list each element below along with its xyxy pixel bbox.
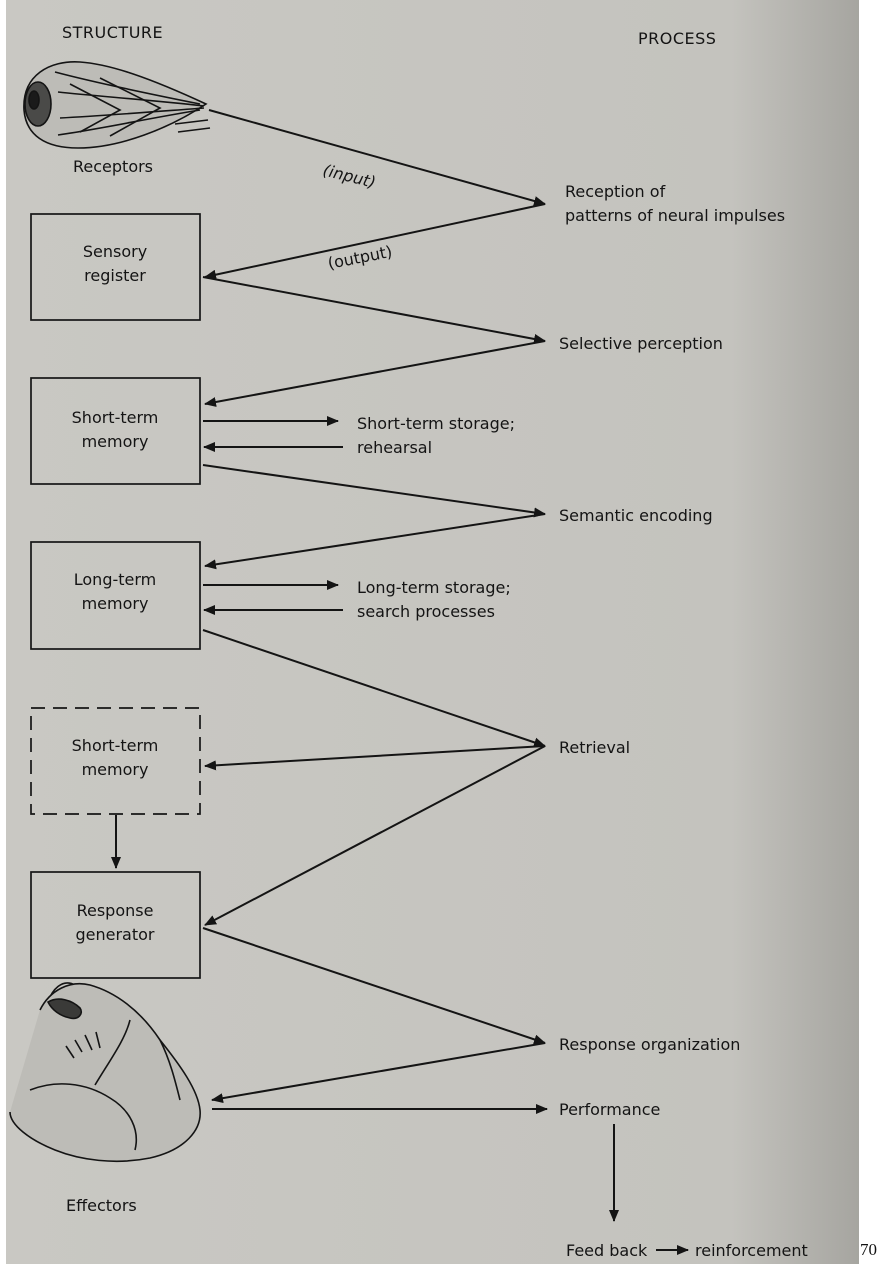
ltm-to-retrieval-line bbox=[202, 629, 546, 748]
page-number: 70 bbox=[860, 1240, 877, 1259]
sensory-register-label-2: register bbox=[84, 266, 146, 285]
output-arrow bbox=[204, 203, 546, 280]
encoding-to-ltm-arrow bbox=[204, 513, 546, 570]
short-term-memory-box: Short-term memory bbox=[30, 377, 201, 485]
organization-to-effectors-arrow bbox=[211, 1042, 546, 1104]
performance-label: Performance bbox=[559, 1100, 660, 1119]
short-term-memory-dashed-box: Short-term memory bbox=[30, 707, 201, 815]
response-generator-label-1: Response bbox=[77, 901, 154, 920]
input-line bbox=[208, 109, 546, 206]
response-organization-label: Response organization bbox=[559, 1035, 740, 1054]
feed-back-label: Feed back bbox=[566, 1241, 648, 1260]
long-term-storage-label-1: Long-term storage; bbox=[357, 578, 511, 597]
eye-icon bbox=[23, 61, 211, 149]
long-term-memory-box: Long-term memory bbox=[30, 541, 201, 650]
semantic-encoding-label: Semantic encoding bbox=[559, 506, 713, 525]
reception-label-1: Reception of bbox=[565, 182, 666, 201]
muscle-arm-icon bbox=[9, 982, 201, 1163]
short-term-memory-label-2: memory bbox=[82, 432, 149, 451]
long-term-memory-label-1: Long-term bbox=[74, 570, 157, 589]
short-term-memory-2-label-2: memory bbox=[82, 760, 149, 779]
process-header: PROCESS bbox=[638, 29, 716, 48]
short-term-storage-label-2: rehearsal bbox=[357, 438, 432, 457]
generator-to-organization-line bbox=[202, 927, 546, 1045]
reception-label-2: patterns of neural impulses bbox=[565, 206, 785, 225]
connectors bbox=[111, 109, 689, 1255]
response-generator-label-2: generator bbox=[75, 925, 154, 944]
effectors-label: Effectors bbox=[66, 1196, 137, 1215]
receptors-label: Receptors bbox=[73, 157, 153, 176]
retrieval-label: Retrieval bbox=[559, 738, 630, 757]
sensory-to-perception-line bbox=[202, 276, 546, 344]
short-term-memory-2-label-1: Short-term bbox=[72, 736, 159, 755]
short-term-storage-label-1: Short-term storage; bbox=[357, 414, 515, 433]
retrieval-to-stm-arrow bbox=[204, 745, 546, 771]
stm-to-encoding-line bbox=[202, 464, 546, 518]
long-term-memory-label-2: memory bbox=[82, 594, 149, 613]
sensory-register-label-1: Sensory bbox=[83, 242, 147, 261]
perception-to-stm-arrow bbox=[204, 340, 546, 407]
structure-header: STRUCTURE bbox=[62, 23, 163, 42]
reinforcement-label: reinforcement bbox=[695, 1241, 808, 1260]
long-term-storage-label-2: search processes bbox=[357, 602, 495, 621]
selective-perception-label: Selective perception bbox=[559, 334, 723, 353]
short-term-memory-label-1: Short-term bbox=[72, 408, 159, 427]
retrieval-to-generator-arrow bbox=[204, 745, 546, 926]
sensory-register-box: Sensory register bbox=[30, 213, 201, 321]
response-generator-box: Response generator bbox=[30, 871, 201, 979]
